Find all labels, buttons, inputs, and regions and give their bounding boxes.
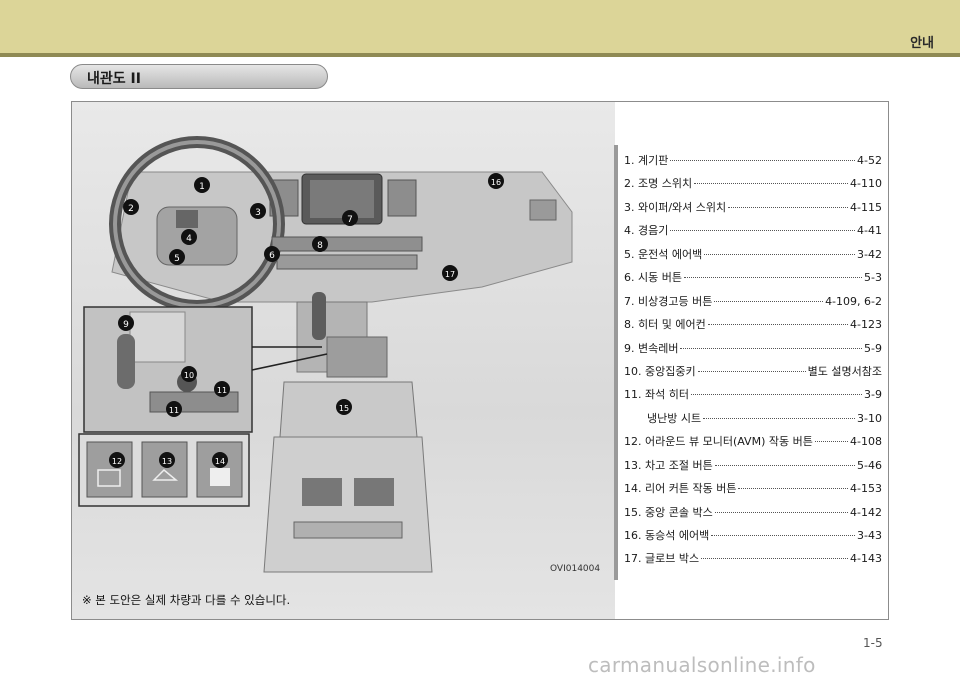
- svg-text:15: 15: [339, 404, 349, 413]
- svg-text:11: 11: [169, 406, 179, 415]
- marker-13: 13: [159, 452, 175, 468]
- interior-illustration: [72, 102, 615, 619]
- marker-7: 7: [342, 210, 358, 226]
- marker-11b: 11: [166, 401, 182, 417]
- marker-11a: 11: [214, 381, 230, 397]
- marker-15: 15: [336, 399, 352, 415]
- marker-17: 17: [442, 265, 458, 281]
- page-ref: 3-10: [857, 411, 882, 425]
- page-ref: 4-52: [857, 154, 882, 167]
- header-rule: [0, 53, 960, 57]
- page-number: 1-5: [863, 636, 883, 650]
- page-ref: 5-3: [864, 271, 882, 285]
- figure-code: OVI014004: [550, 564, 601, 574]
- marker-9: 9: [118, 315, 134, 331]
- watermark: carmanualsonline.info: [588, 653, 816, 677]
- marker-2: 2: [123, 199, 139, 215]
- svg-text:6: 6: [269, 251, 275, 261]
- page-ref: 4-123: [850, 318, 882, 332]
- page-ref: 별도 설명서참조: [807, 364, 882, 378]
- svg-text:3: 3: [255, 208, 261, 218]
- marker-3: 3: [250, 203, 266, 219]
- svg-text:10: 10: [184, 371, 194, 380]
- page-ref: 3-42: [857, 247, 882, 261]
- marker-4: 4: [181, 229, 197, 245]
- section-label: 안내: [910, 36, 934, 51]
- page-ref: 4-115: [850, 200, 882, 214]
- marker-6: 6: [264, 246, 280, 262]
- marker-16: 16: [488, 173, 504, 189]
- svg-text:4: 4: [186, 234, 192, 244]
- svg-text:16: 16: [491, 178, 501, 187]
- svg-text:8: 8: [317, 241, 323, 251]
- page-ref: 4-108: [850, 435, 882, 449]
- svg-text:13: 13: [162, 457, 172, 466]
- page-ref: 5-9: [864, 341, 882, 355]
- page-ref: 5-46: [857, 458, 882, 472]
- svg-text:17: 17: [445, 270, 455, 279]
- marker-14: 14: [212, 452, 228, 468]
- svg-text:2: 2: [128, 204, 134, 214]
- page-ref: 4-41: [857, 224, 882, 238]
- page-ref: 4-143: [850, 552, 882, 566]
- svg-text:14: 14: [215, 457, 225, 466]
- marker-5: 5: [169, 249, 185, 265]
- marker-8: 8: [312, 236, 328, 252]
- svg-text:5: 5: [174, 254, 180, 264]
- svg-text:9: 9: [123, 320, 129, 330]
- figure-note: ※ 본 도안은 실제 차량과 다를 수 있습니다.: [82, 593, 291, 607]
- header-band: [0, 0, 960, 55]
- column-divider: [614, 145, 618, 580]
- svg-text:12: 12: [112, 457, 122, 466]
- svg-text:11: 11: [217, 386, 227, 395]
- page-title-text: 내관도 II: [87, 71, 141, 87]
- page-ref: 4-110: [850, 177, 882, 191]
- page-title: 내관도 II: [70, 64, 328, 89]
- marker-10: 10: [181, 366, 197, 382]
- page-ref: 3-43: [857, 529, 882, 542]
- marker-12: 12: [109, 452, 125, 468]
- page-ref: 4-153: [850, 482, 882, 496]
- svg-text:7: 7: [347, 215, 353, 225]
- page-ref: 3-9: [864, 388, 882, 402]
- page-ref: 4-142: [850, 505, 882, 519]
- marker-layer: 1 2 3 4 5 6 7 8 9 10 11 11 12 13 14 15 1…: [109, 173, 504, 468]
- marker-1: 1: [194, 177, 210, 193]
- page-ref: 4-109, 6-2: [825, 294, 882, 308]
- svg-text:1: 1: [199, 182, 205, 192]
